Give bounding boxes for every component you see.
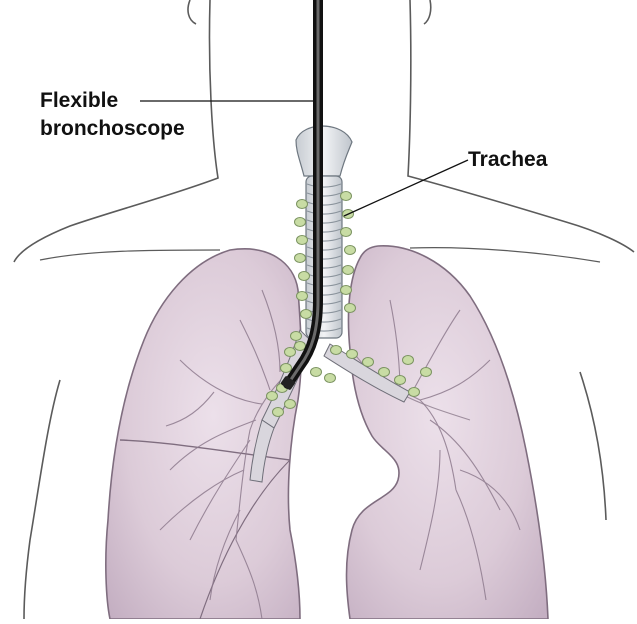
lymph-node xyxy=(295,218,306,227)
lymph-node xyxy=(295,342,306,351)
lymph-node xyxy=(285,348,296,357)
lymph-node xyxy=(409,388,420,397)
lymph-node xyxy=(325,374,336,383)
lymph-node xyxy=(379,368,390,377)
bronchoscope-label-line-1: Flexible xyxy=(40,88,118,113)
lymph-node xyxy=(421,368,432,377)
lymph-node xyxy=(299,272,310,281)
bronchoscope-label-line-2: bronchoscope xyxy=(40,116,185,141)
lymph-node xyxy=(311,368,322,377)
lymph-node xyxy=(363,358,374,367)
lymph-node xyxy=(403,356,414,365)
lymph-node xyxy=(343,266,354,275)
lymph-node xyxy=(345,304,356,313)
lymph-node xyxy=(297,236,308,245)
lymph-node xyxy=(341,286,352,295)
lymph-node xyxy=(395,376,406,385)
lymph-node xyxy=(285,400,296,409)
lymph-node xyxy=(281,364,292,373)
trachea-label: Trachea xyxy=(468,147,547,172)
lymph-node xyxy=(295,254,306,263)
lymph-node xyxy=(331,346,342,355)
lymph-node xyxy=(291,332,302,341)
lymph-node xyxy=(297,292,308,301)
lymph-node xyxy=(297,200,308,209)
lymph-node xyxy=(301,310,312,319)
lymph-node xyxy=(341,192,352,201)
left-lung xyxy=(347,246,549,619)
lymph-node xyxy=(267,392,278,401)
lymph-node xyxy=(341,228,352,237)
lymph-node xyxy=(273,408,284,417)
lymph-node xyxy=(347,350,358,359)
lymph-node xyxy=(345,246,356,255)
